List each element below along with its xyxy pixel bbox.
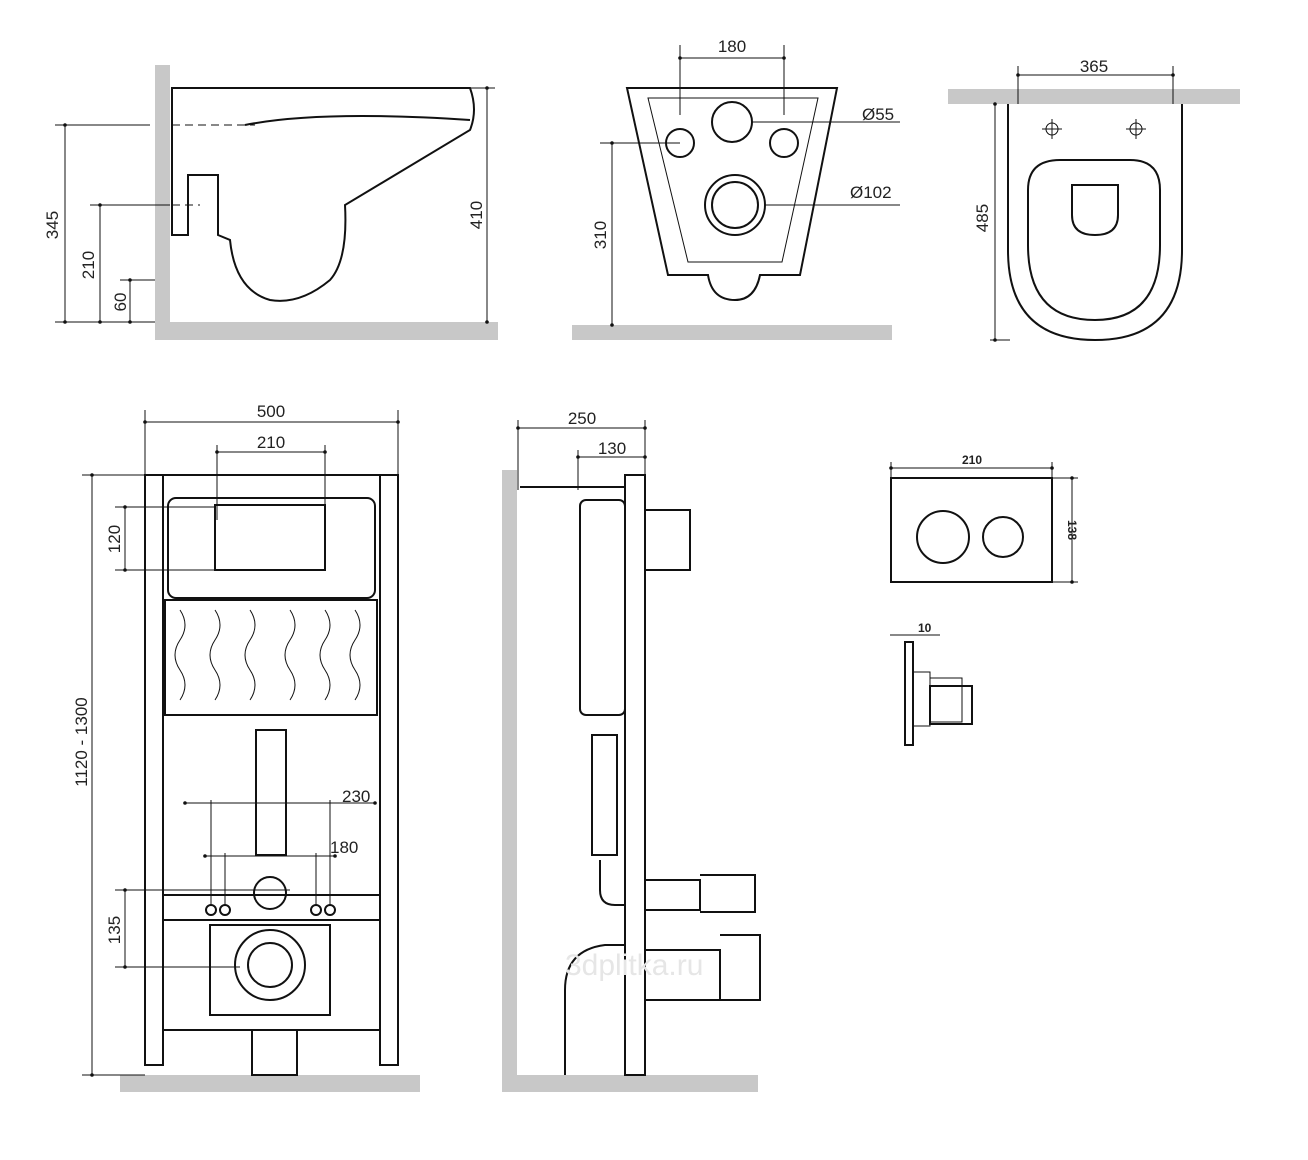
wall — [502, 470, 517, 1090]
service-opening — [214, 504, 326, 571]
dim-210: 210 — [257, 433, 285, 452]
installation-frame-front: 500 210 120 1120 - 1300 230 180 135 — [72, 402, 420, 1092]
cistern-side — [579, 499, 626, 716]
mount-hole — [769, 128, 799, 158]
plate-height: 138 — [1065, 520, 1079, 540]
button-mount — [644, 509, 691, 571]
toilet-side-view: 345 210 60 410 — [43, 65, 498, 340]
flush-plate-front — [890, 477, 1053, 583]
dim-135: 135 — [105, 916, 124, 944]
cistern-top — [167, 497, 376, 599]
seat-outline — [1027, 159, 1161, 322]
flush-plate-side — [904, 641, 914, 746]
outlet-hole — [704, 174, 766, 236]
dim-130: 130 — [598, 439, 626, 458]
dim-height-range: 1120 - 1300 — [72, 697, 91, 786]
bowl-outline — [1007, 104, 1183, 342]
dim-345: 345 — [43, 211, 62, 239]
wall — [155, 65, 170, 340]
dim-365: 365 — [1080, 57, 1108, 76]
bowl-outline — [625, 87, 839, 302]
installation-frame-side: 250 130 3dplitka.ru — [502, 409, 761, 1092]
half-flush-button — [982, 516, 1024, 558]
floor — [155, 322, 498, 340]
dia-55: Ø55 — [862, 105, 894, 124]
toilet-top-view: 365 485 — [948, 57, 1240, 342]
watermark: 3dplitka.ru — [565, 949, 703, 982]
wall — [948, 89, 1240, 104]
toilet-back-view: 180 Ø55 Ø102 310 — [572, 37, 900, 340]
dim-120: 120 — [105, 525, 124, 553]
dia-102: Ø102 — [850, 183, 892, 202]
flush-plate: 210 138 10 — [889, 453, 1079, 746]
toilet-outline — [171, 87, 475, 302]
flush-pipe — [255, 729, 287, 856]
inlet-hole — [711, 101, 753, 143]
cistern-body — [164, 599, 378, 716]
dim-180: 180 — [330, 838, 358, 857]
dim-250: 250 — [568, 409, 596, 428]
dim-180: 180 — [718, 37, 746, 56]
drain-connector — [234, 929, 306, 1001]
floor — [502, 1075, 758, 1092]
dim-485: 485 — [973, 204, 992, 232]
dim-410: 410 — [467, 201, 486, 229]
full-flush-button — [916, 510, 970, 564]
dim-210: 210 — [79, 251, 98, 279]
dim-310: 310 — [591, 221, 610, 249]
floor — [572, 325, 892, 340]
plate-depth: 10 — [918, 621, 932, 635]
dim-500: 500 — [257, 402, 285, 421]
floor — [120, 1075, 420, 1092]
dim-230: 230 — [342, 787, 370, 806]
dim-60: 60 — [111, 293, 130, 312]
plate-width: 210 — [962, 453, 982, 467]
